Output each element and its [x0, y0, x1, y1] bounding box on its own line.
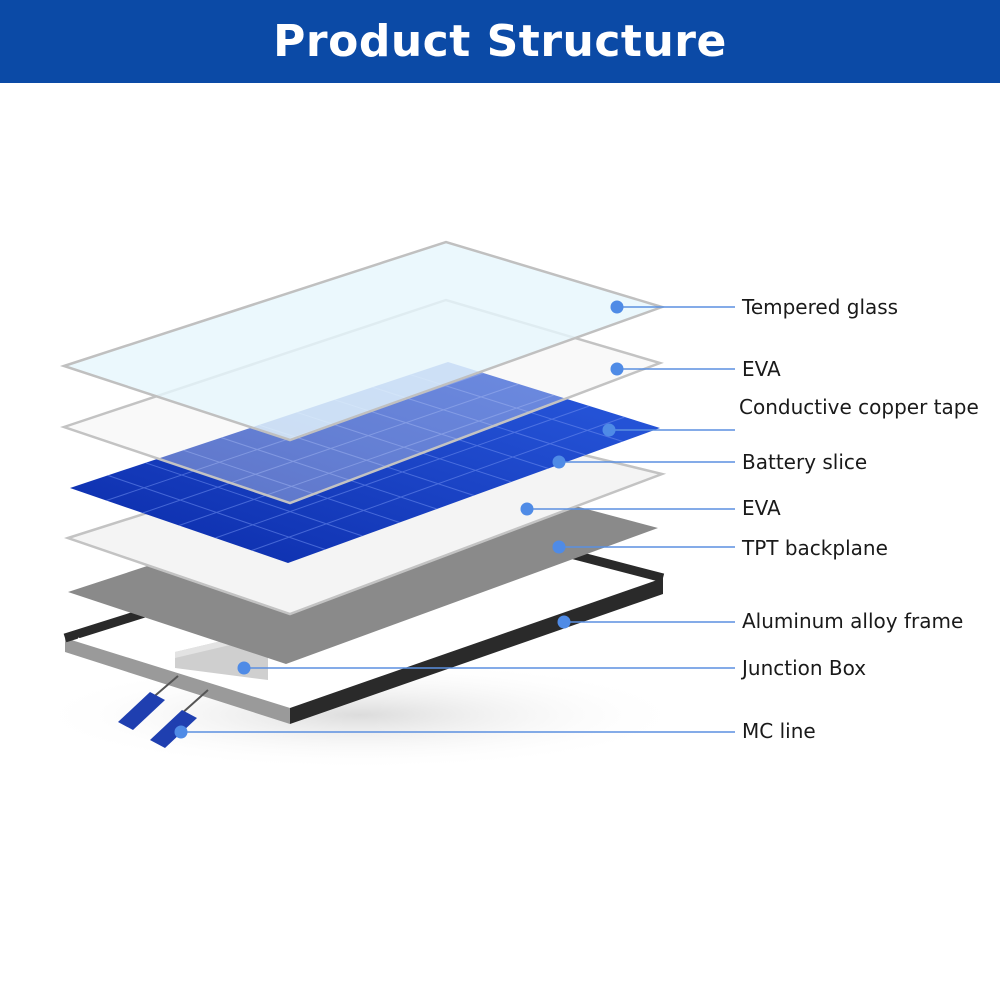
cell-grid-line: [142, 383, 519, 514]
label-junction-box: Junction Box: [742, 656, 867, 680]
leader-dot-junction-box: [237, 661, 251, 675]
leader-dot-tempered-glass: [610, 300, 624, 314]
mc-line-shape: [118, 675, 209, 748]
leader-dot-conductive-copper-tape: [602, 423, 616, 437]
label-aluminum-alloy-frame: Aluminum alloy frame: [742, 609, 964, 633]
label-tpt-backplane: TPT backplane: [742, 536, 888, 560]
leader-lines: [174, 300, 735, 739]
leader-dot-battery-slice: [552, 455, 566, 469]
label-tempered-glass: Tempered glass: [742, 295, 899, 319]
label-eva-top: EVA: [742, 357, 781, 381]
leader-dot-mc-line: [174, 725, 188, 739]
cell-grid-line: [178, 394, 555, 526]
page-title: Product Structure: [273, 16, 727, 67]
label-mc-line: MC line: [742, 719, 816, 743]
leader-dot-eva-top: [610, 362, 624, 376]
label-conductive-copper-tape: Conductive copper tape: [739, 395, 979, 419]
header-bar: Product Structure: [0, 0, 1000, 83]
cell-grid-line: [215, 405, 590, 539]
cell-grid-line: [251, 416, 625, 551]
leader-dot-aluminum-alloy-frame: [557, 615, 571, 629]
label-eva-bottom: EVA: [742, 496, 781, 520]
leader-dot-eva-bottom: [520, 502, 534, 516]
leader-dot-tpt-backplane: [552, 540, 566, 554]
label-battery-slice: Battery slice: [742, 450, 868, 474]
